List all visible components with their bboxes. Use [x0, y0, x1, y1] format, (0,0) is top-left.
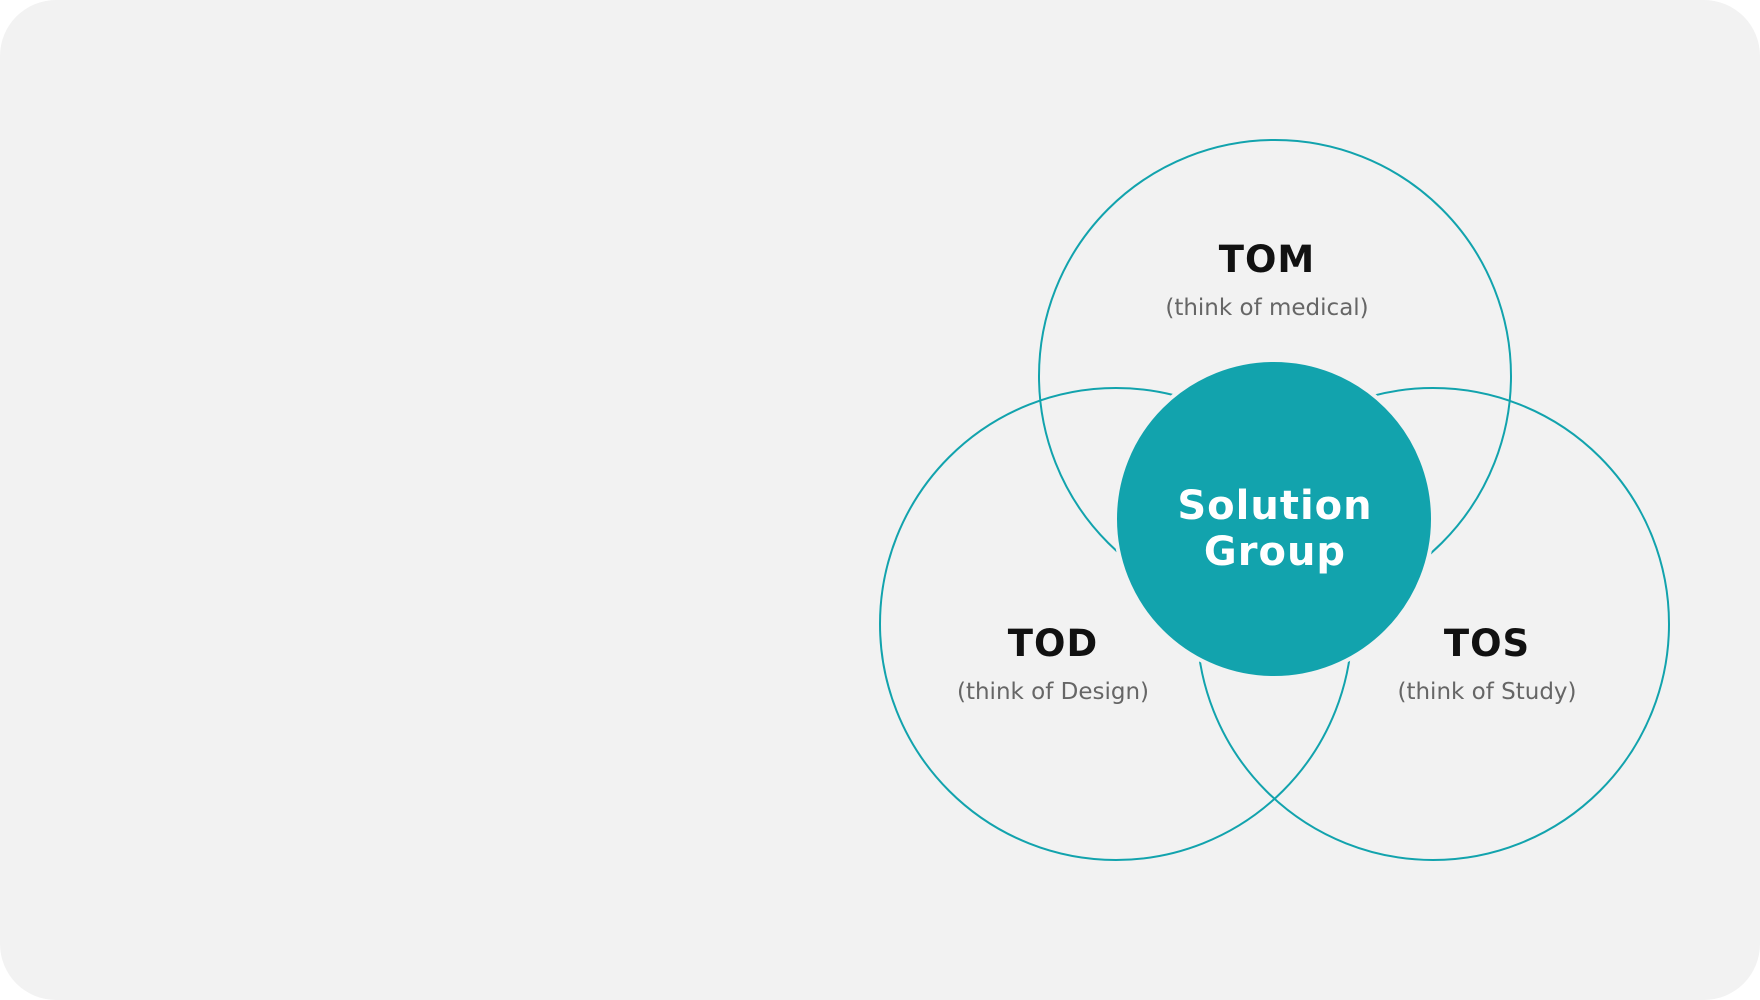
center-line1: Solution [1177, 483, 1373, 529]
center-line2: Group [1203, 529, 1347, 575]
tod-subtitle: (think of Design) [956, 679, 1150, 705]
tos-subtitle: (think of Study) [1397, 679, 1577, 705]
tom-subtitle: (think of medical) [1165, 295, 1369, 321]
tos-title: TOS [1443, 622, 1531, 665]
tod-title: TOD [1007, 622, 1099, 665]
solution-group-label: Solution Group [1177, 483, 1372, 575]
solution-group-circle [1113, 358, 1435, 680]
tom-title: TOM [1218, 238, 1316, 281]
